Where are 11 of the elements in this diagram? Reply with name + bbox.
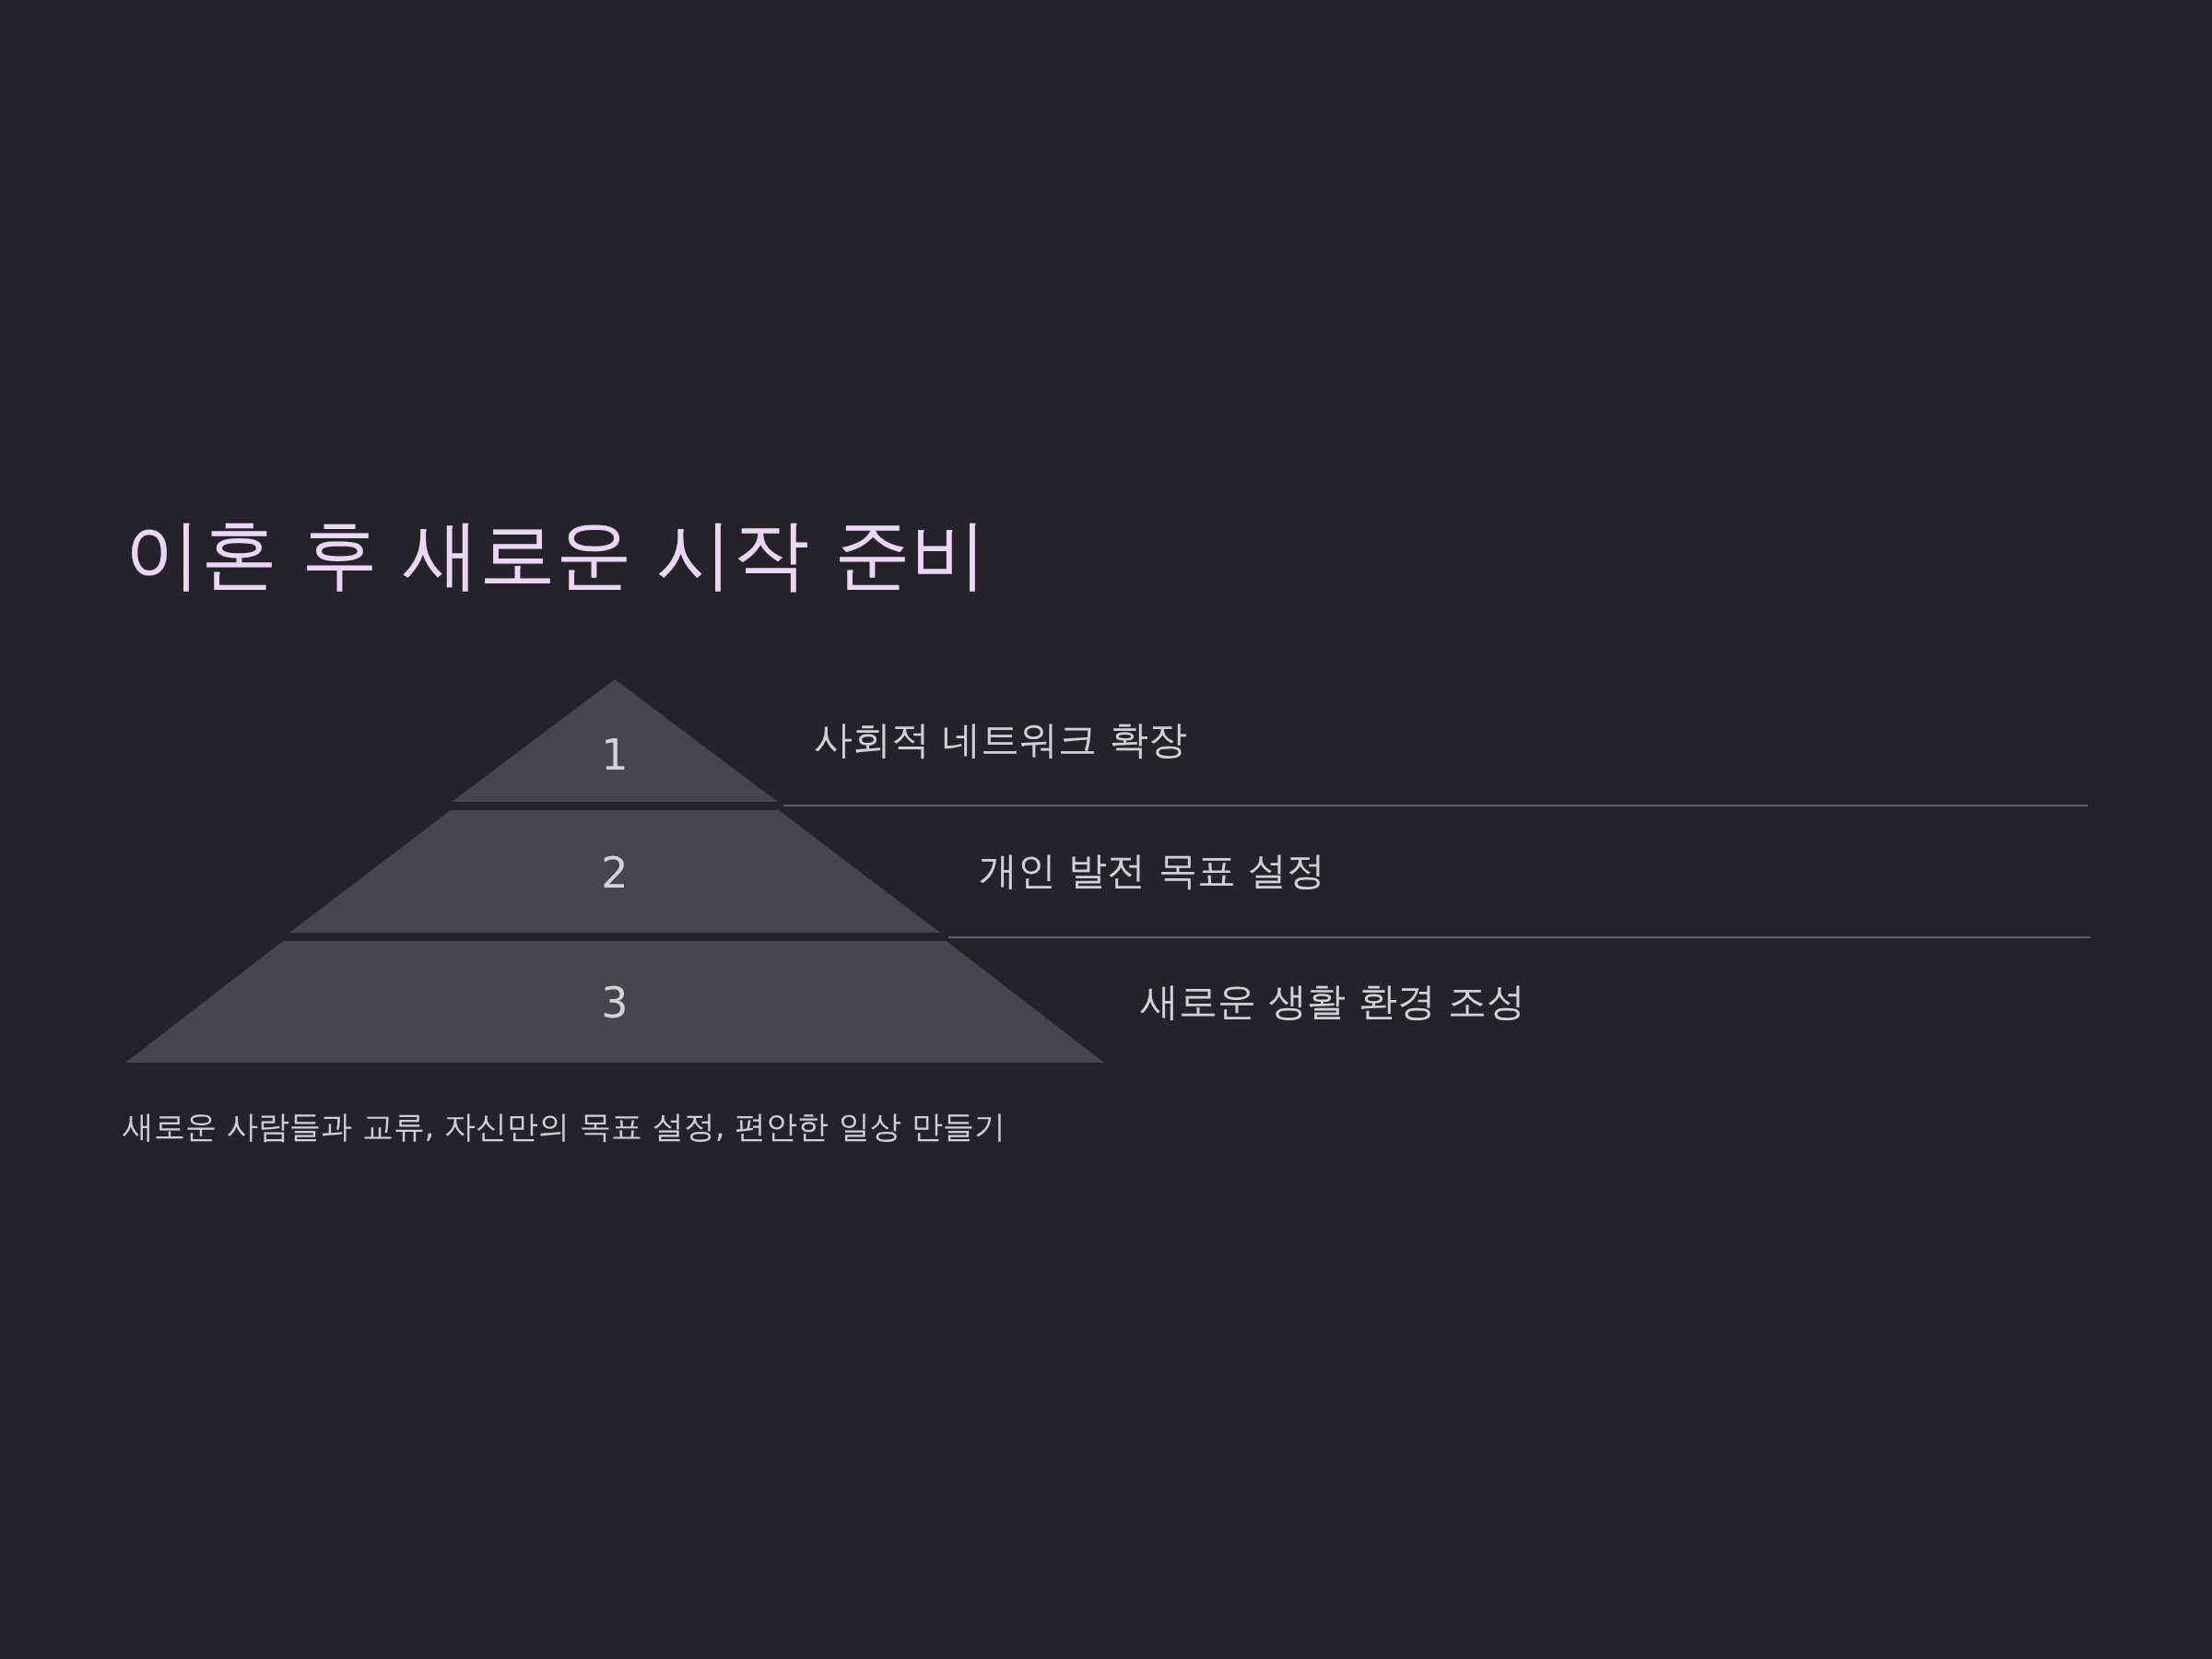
tier-description: 사회적 네트워크 확장	[814, 717, 1187, 763]
tier-description: 개인 발전 목표 설정	[979, 848, 1326, 894]
pyramid-tier	[289, 810, 940, 933]
slide-title: 이혼 후 새로운 시작 준비	[124, 511, 987, 599]
tier-number: 1	[601, 732, 629, 779]
tier-description: 새로운 생활 환경 조성	[1140, 979, 1526, 1025]
pyramid-tier	[452, 679, 778, 802]
tier-number: 2	[601, 849, 629, 897]
tier-number: 3	[601, 980, 629, 1027]
pyramid-tier	[125, 941, 1104, 1063]
caption: 새로운 사람들과 교류, 자신만의 목표 설정, 편안한 일상 만들기	[123, 1107, 1006, 1146]
